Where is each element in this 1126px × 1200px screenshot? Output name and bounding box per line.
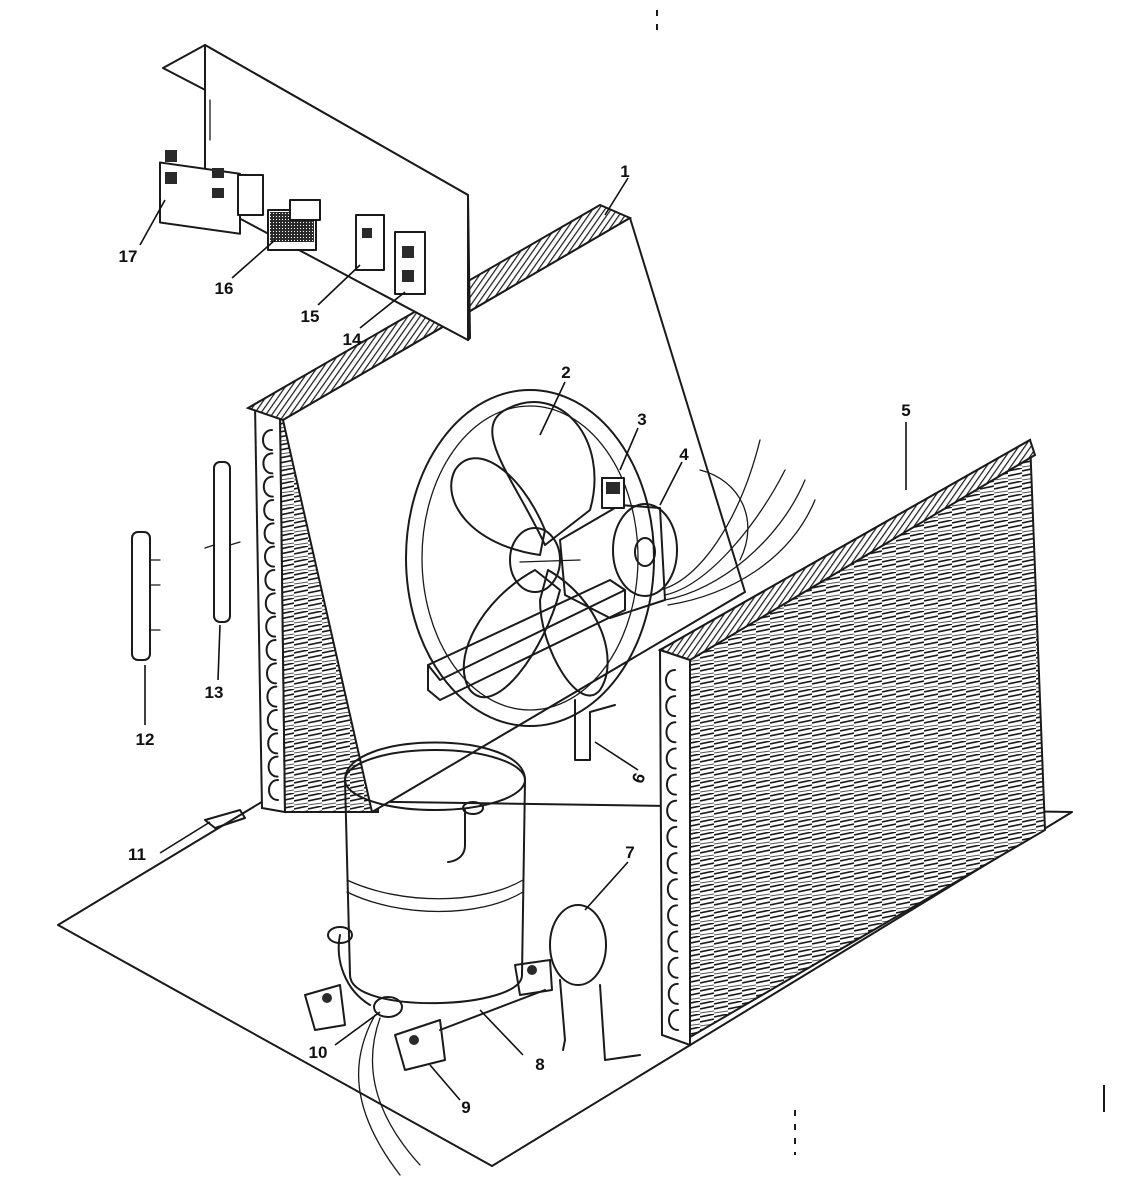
coil-hairpin-bend [667,982,679,1005]
coil-hairpin-bend [665,695,677,718]
coil-hairpin-bend [668,1009,679,1031]
reference-marks [656,10,1105,1155]
callout-11: 11 [128,845,146,864]
callout-12: 12 [136,730,155,749]
callout-1: 1 [620,162,629,181]
coil-hairpin-bend [667,956,679,979]
callouts: 1 2 3 4 5 6 7 8 9 10 11 12 13 14 15 16 1… [119,162,911,1117]
refrigerant-tube [574,699,616,761]
overload-grommet [357,996,421,1176]
callout-4: 4 [679,445,689,464]
leader-lines [139,177,907,1101]
callout-3: 3 [637,410,646,429]
coil-hairpin-bend [263,522,275,545]
fan-motor [519,477,678,619]
callout-2: 2 [561,363,570,382]
header-tube-12 [131,531,161,661]
coil-hairpin-bend [263,499,275,521]
coil-hairpin-bend [665,747,677,770]
callout-16: 16 [215,279,234,298]
coil-hairpin-bend [268,779,279,801]
callout-5: 5 [901,401,910,420]
tubing-loop [549,904,641,1061]
bracket-clip [204,809,246,829]
coil-hairpin-bend [264,545,275,568]
coil-hairpin-bend [262,452,274,475]
coil-hairpin-bend [266,685,278,708]
coil-hairpin-bend [666,852,678,875]
callout-9: 9 [461,1098,470,1117]
callout-6: 6 [628,770,649,785]
coil-hairpin-bend [267,755,279,778]
relay-15 [355,214,385,271]
contactor-17 [159,150,264,235]
callout-17: 17 [119,247,138,266]
coil-hairpin-bend [267,732,279,755]
coil-hairpin-bend [266,709,278,731]
coil-hairpin-bend [666,825,678,848]
callout-13: 13 [205,683,224,702]
coil-hairpin-bend [665,721,677,744]
relay-14 [394,231,426,295]
coil-hairpin-bend [665,773,677,796]
fan-motor-bracket [427,579,626,701]
fan-shroud-panel [282,217,746,813]
coil-hairpin-bend [264,569,276,591]
callout-10: 10 [309,1043,328,1062]
coil-hairpin-bend [666,799,678,822]
coil-hairpin-bend [264,592,276,615]
coil-hairpin-bend [667,930,679,953]
coil-hairpin-bend [266,662,277,685]
coil-hairpin-bend [262,429,273,451]
motor-wiring [659,439,816,606]
coil-hairpin-bend [262,475,274,498]
coil-hairpin-bend [667,904,679,927]
callout-15: 15 [301,307,320,326]
callout-14: 14 [343,330,362,349]
callout-8: 8 [535,1055,544,1074]
accumulator-tube-13 [204,461,241,623]
right-condenser-coil [657,438,1047,1047]
transformer-16 [267,199,321,251]
coil-hairpin-bend [665,669,676,691]
coil-hairpin-bend [265,615,277,638]
callout-7: 7 [625,843,634,862]
coil-hairpin-bend [265,639,277,661]
coil-hairpin-bend [666,878,678,901]
compressor-mount-feet [304,959,553,1071]
